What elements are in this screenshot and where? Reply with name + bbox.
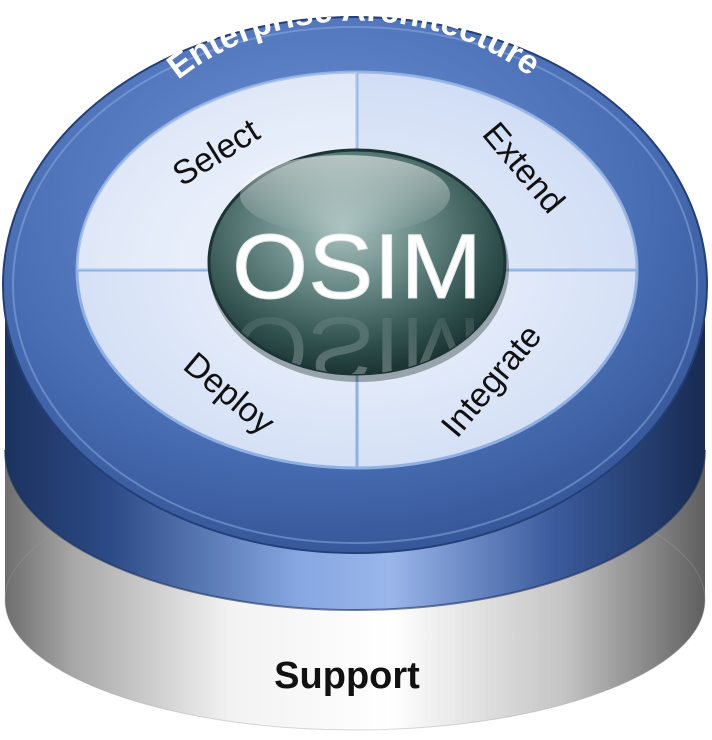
osim-sphere: OSIM OSIM xyxy=(207,148,509,382)
osim-center-label: OSIM xyxy=(232,216,482,318)
support-label: Support xyxy=(274,655,420,697)
